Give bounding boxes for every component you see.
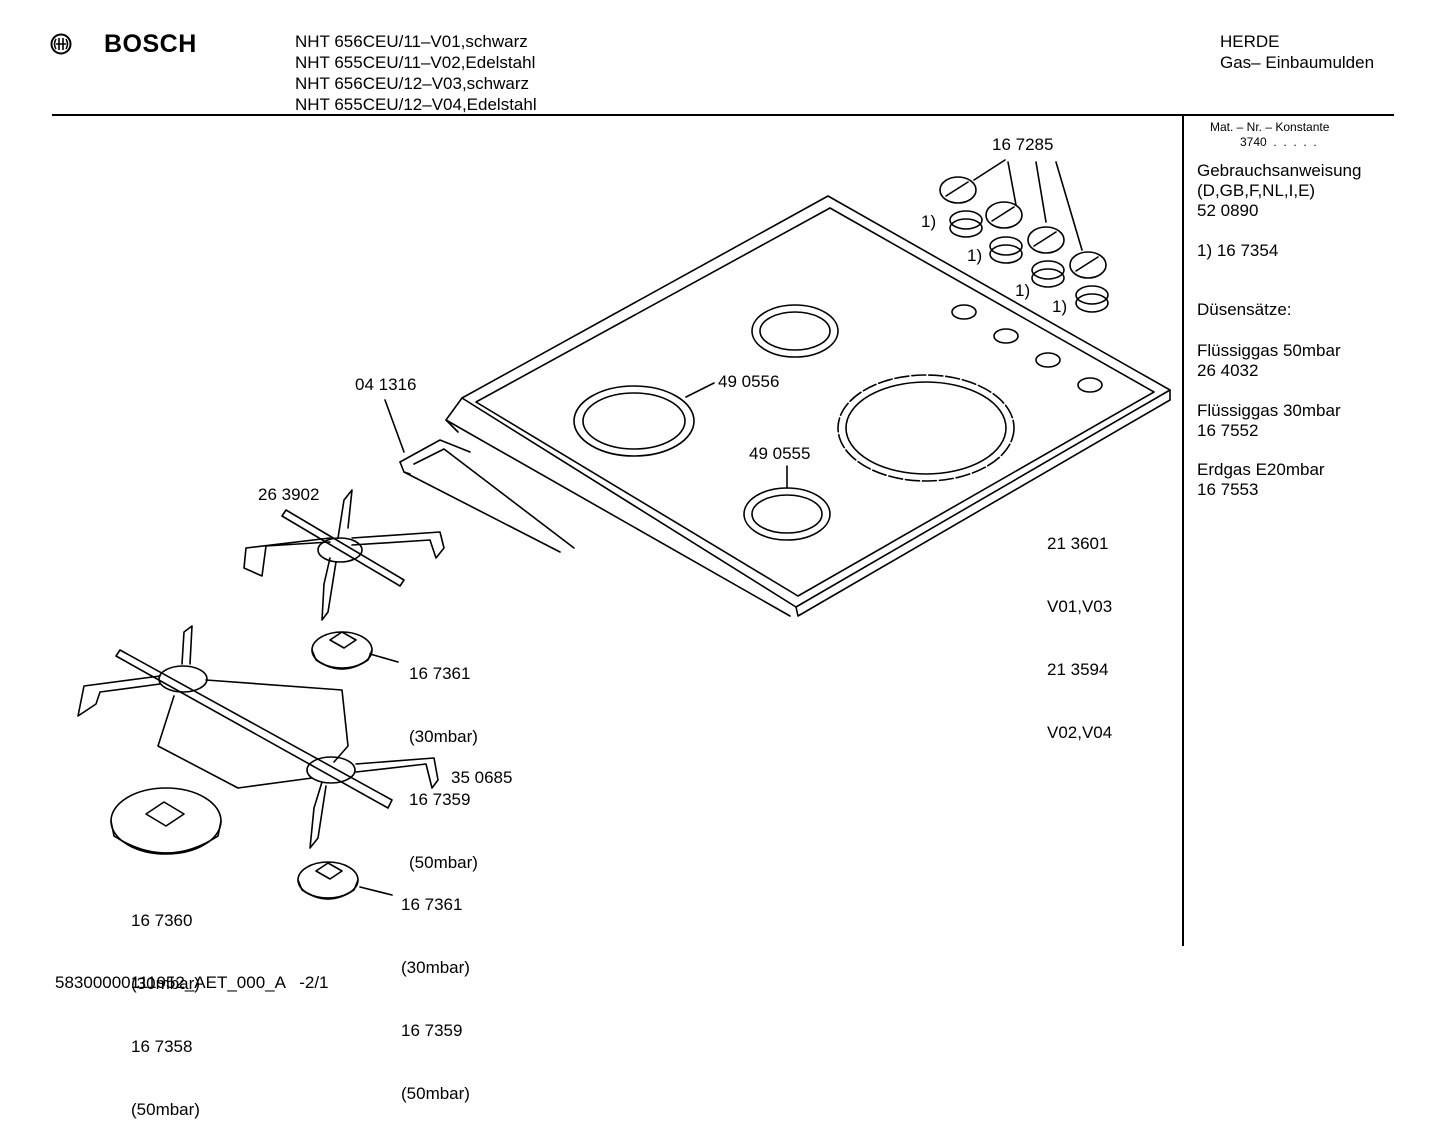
label-footnote-mark: 1) — [1052, 297, 1068, 316]
label-footnote-mark: 1) — [967, 246, 983, 265]
burner-cap-number: 16 7359 — [401, 1021, 463, 1040]
nozzle-number: 16 7553 — [1197, 480, 1259, 499]
burner-cap-number: 16 7360 — [131, 911, 193, 930]
hob-top-variant: V01,V03 — [1047, 597, 1113, 616]
burner-cap-lower — [297, 861, 359, 900]
model-line: NHT 656CEU/12–V03,schwarz — [295, 74, 530, 93]
burner-cap-large — [110, 787, 222, 855]
burner-ring-large — [573, 385, 695, 457]
manual-langs: (D,GB,F,NL,I,E) — [1197, 181, 1316, 200]
mat-label: Mat. – Nr. – Konstante — [1210, 120, 1330, 134]
footnote: 1) 16 7354 — [1197, 241, 1279, 260]
manual-block: Gebrauchsanweisung (D,GB,F,NL,I,E) 52 08… — [1197, 161, 1361, 221]
knob-hole — [1035, 352, 1061, 368]
category-main: HERDE — [1220, 32, 1280, 51]
label-ring-small: 49 0555 — [749, 444, 811, 463]
hob-top-number: 21 3594 — [1047, 660, 1109, 679]
label-grate-double: 35 0685 — [451, 768, 513, 787]
brand-name: BOSCH — [104, 30, 197, 58]
seal-frame — [399, 439, 575, 553]
category-sub: Gas– Einbaumulden — [1220, 53, 1375, 72]
sidebar-rule — [1182, 116, 1184, 946]
burner-cap-pressure: (50mbar) — [409, 853, 478, 872]
nozzle-item: Flüssiggas 50mbar 26 4032 — [1197, 341, 1341, 381]
burner-cap-number: 16 7359 — [409, 790, 471, 809]
double-pan-support — [77, 625, 439, 849]
nozzle-label: Erdgas E20mbar — [1197, 460, 1325, 479]
nozzle-number: 16 7552 — [1197, 421, 1259, 440]
label-seal-frame: 04 1316 — [355, 375, 417, 394]
label-burner-cap-upper: 16 7361 (30mbar) 16 7359 (50mbar) — [409, 621, 478, 894]
nozzle-number: 26 4032 — [1197, 361, 1259, 380]
hob-top-number: 21 3601 — [1047, 534, 1109, 553]
control-knob — [939, 176, 1107, 279]
label-hob-top: 21 3601 V01,V03 21 3594 V02,V04 — [1047, 491, 1112, 764]
nozzle-label: Flüssiggas 30mbar — [1197, 401, 1341, 420]
knob-hole — [1077, 377, 1103, 393]
header-rule — [52, 114, 1394, 116]
category: HERDE Gas– Einbaumulden — [1220, 31, 1374, 73]
nozzle-title: Düsensätze: — [1197, 300, 1292, 319]
model-list: NHT 656CEU/11–V01,schwarz NHT 655CEU/11–… — [295, 31, 537, 115]
model-line: NHT 655CEU/12–V04,Edelstahl — [295, 95, 537, 114]
model-line: NHT 655CEU/11–V02,Edelstahl — [295, 53, 536, 72]
knob-hole — [993, 328, 1019, 344]
burner-cap-pressure: (50mbar) — [131, 1100, 200, 1119]
burner-cap-number: 16 7361 — [409, 664, 471, 683]
manual-number: 52 0890 — [1197, 201, 1259, 220]
mat-value: 3740 . . . . . — [1240, 135, 1317, 149]
label-footnote-mark: 1) — [1015, 281, 1031, 300]
burner-ring-rear — [751, 304, 839, 358]
bosch-armature-icon — [50, 33, 72, 55]
label-grate-single: 26 3902 — [258, 485, 320, 504]
burner-cap-number: 16 7358 — [131, 1037, 193, 1056]
burner-cap-upper — [311, 631, 373, 670]
label-burner-cap-lower: 16 7361 (30mbar) 16 7359 (50mbar) — [401, 852, 470, 1125]
knob-hole — [951, 304, 977, 320]
burner-cap-number: 16 7361 — [401, 895, 463, 914]
hob-top-variant: V02,V04 — [1047, 723, 1113, 742]
knob-seal — [949, 210, 1109, 313]
single-pan-support — [243, 489, 445, 621]
nozzle-item: Flüssiggas 30mbar 16 7552 — [1197, 401, 1341, 441]
model-line: NHT 656CEU/11–V01,schwarz — [295, 32, 528, 51]
burner-cap-pressure: (30mbar) — [409, 727, 478, 746]
document-id: 58300000111952_AET_000_A -2/1 — [55, 973, 329, 992]
burner-cap-pressure: (50mbar) — [401, 1084, 470, 1103]
manual-title: Gebrauchsanweisung — [1197, 161, 1362, 180]
burner-cap-pressure: (30mbar) — [131, 974, 200, 993]
burner-cap-pressure: (30mbar) — [401, 958, 470, 977]
wok-ring — [837, 374, 1015, 482]
nozzle-item: Erdgas E20mbar 16 7553 — [1197, 460, 1325, 500]
label-knobs: 16 7285 — [992, 135, 1054, 154]
nozzle-label: Flüssiggas 50mbar — [1197, 341, 1341, 360]
hob-top-plate — [445, 195, 1171, 617]
label-ring-large: 49 0556 — [718, 372, 780, 391]
label-footnote-mark: 1) — [921, 212, 937, 231]
exploded-view-drawing — [77, 159, 1171, 900]
label-burner-cap-large: 16 7360 (30mbar) 16 7358 (50mbar) — [131, 868, 200, 1141]
